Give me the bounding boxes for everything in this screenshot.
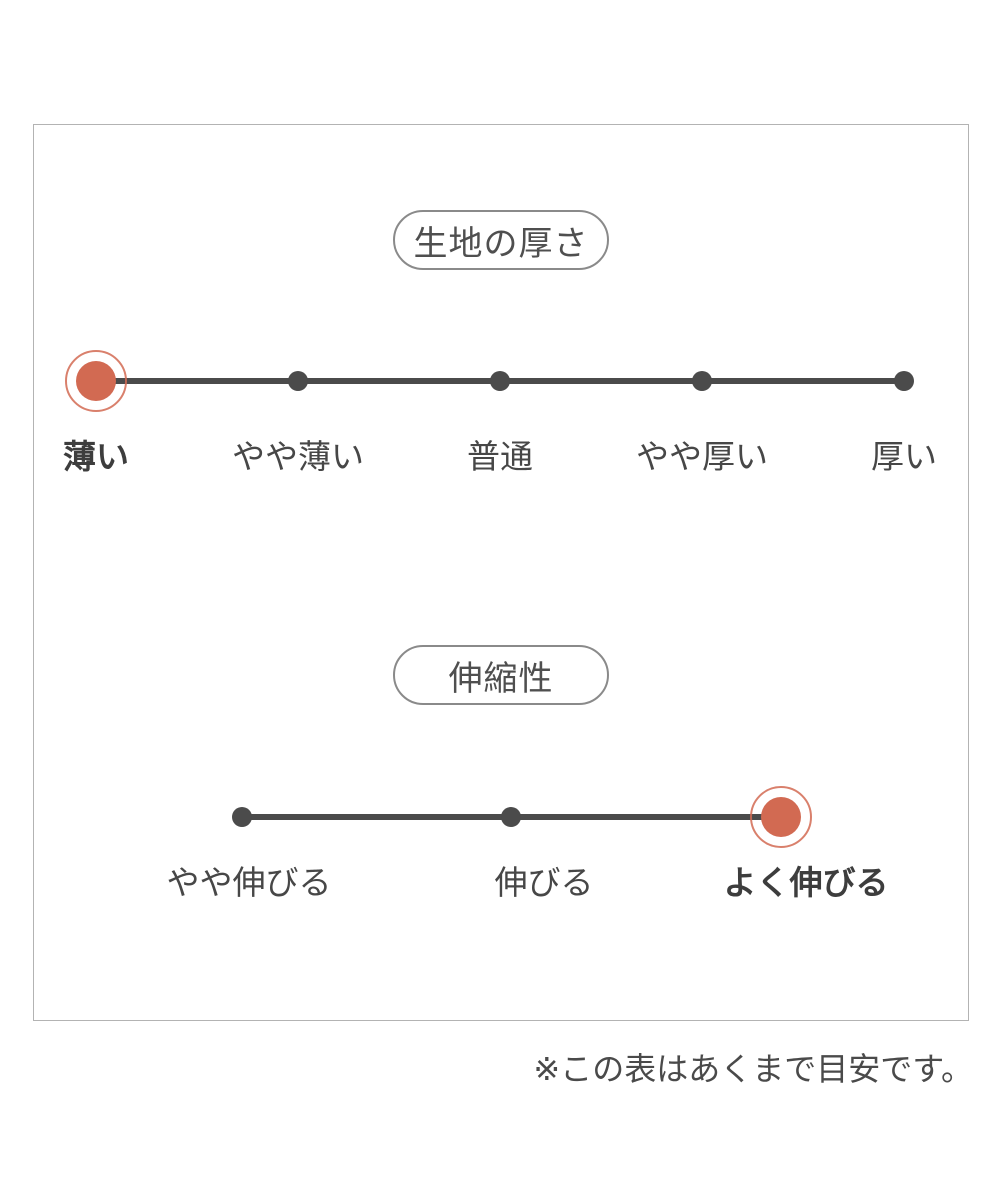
scale-dot xyxy=(894,371,914,391)
thickness-label-1: やや薄い xyxy=(232,437,364,476)
thickness-title: 生地の厚さ xyxy=(413,223,589,264)
stretch-title-badge: 伸縮性 xyxy=(393,645,609,705)
thickness-selection-ring xyxy=(65,350,127,412)
thickness-label-2: 普通 xyxy=(467,437,533,476)
spec-chart-panel: 生地の厚さ 薄い やや薄い 普通 やや厚い 厚い 伸縮性 やや伸びる 伸びる よ… xyxy=(33,124,969,1021)
stretch-label-2: よく伸びる xyxy=(723,863,889,902)
thickness-selected-dot xyxy=(76,361,116,401)
stretch-selection-ring xyxy=(750,786,812,848)
stretch-title: 伸縮性 xyxy=(448,658,554,699)
disclaimer-note: ※この表はあくまで目安です。 xyxy=(533,1050,973,1088)
scale-dot xyxy=(232,807,252,827)
thickness-label-3: やや厚い xyxy=(636,437,768,476)
scale-dot xyxy=(288,371,308,391)
scale-dot xyxy=(692,371,712,391)
stretch-label-0: やや伸びる xyxy=(166,863,332,902)
thickness-label-0: 薄い xyxy=(63,437,129,476)
stretch-selected-dot xyxy=(761,797,801,837)
scale-dot xyxy=(501,807,521,827)
thickness-label-4: 厚い xyxy=(871,437,937,476)
stretch-label-1: 伸びる xyxy=(494,863,594,902)
scale-dot xyxy=(490,371,510,391)
thickness-title-badge: 生地の厚さ xyxy=(393,210,609,270)
